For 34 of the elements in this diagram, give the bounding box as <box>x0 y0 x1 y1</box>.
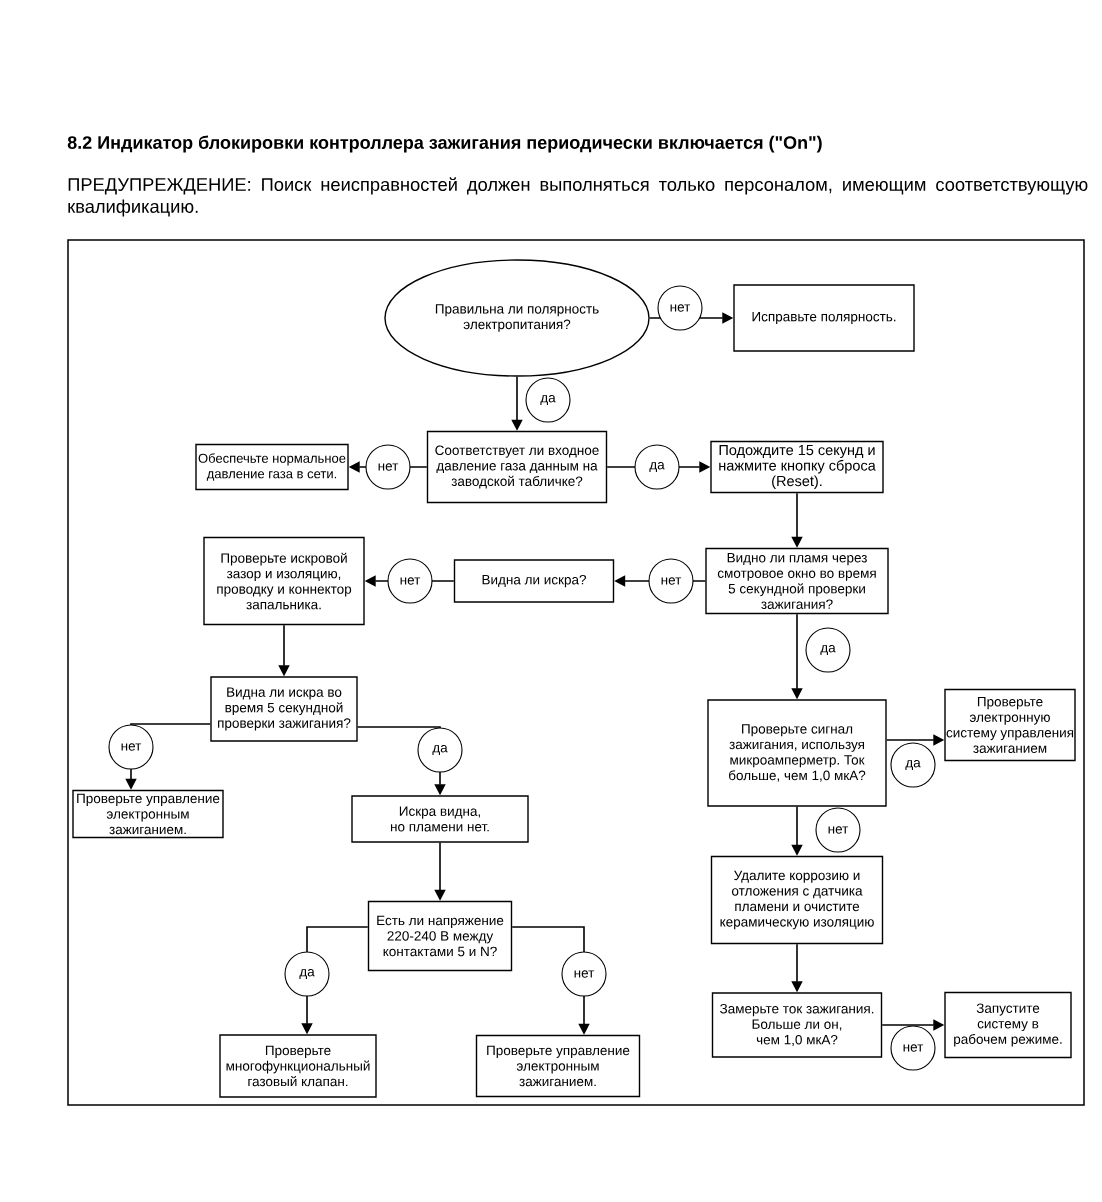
process-box: Проверьте искровой зазор и изоляцию, проводку и коннектор запальника. <box>203 536 365 626</box>
edge-label: да <box>634 444 680 490</box>
decision-box: Видна ли искра во время 5 секундной проверки зажигания? <box>210 676 358 742</box>
process-box: Проверьте управление электронным зажиганием. <box>72 789 224 839</box>
edge-label: да <box>890 742 936 788</box>
heading: 8.2 Индикатор блокировки контроллера зажигания периодически включается ("On") <box>67 135 822 153</box>
edge-label: да <box>284 951 330 997</box>
edge-label: да <box>525 377 571 423</box>
warning-text: ПРЕДУПРЕЖДЕНИЕ: Поиск неисправностей должен выполняться только персоналом, имеющим соответствующую квалификацию. <box>68 177 1088 217</box>
edge-label: нет <box>815 807 861 853</box>
process-box: Обеспечьте нормальное давление газа в сети. <box>195 443 349 491</box>
process-box: Подождите 15 секунд и нажмите кнопку сброса (Reset). <box>710 440 884 494</box>
decision-box: Видна ли искра? <box>453 559 615 603</box>
edge-label: нет <box>657 285 703 331</box>
edge-label: нет <box>561 951 607 997</box>
decision-box: Замерьте ток зажигания. Больше ли он, чем 1,0 мкА? <box>711 992 883 1058</box>
edge-label: да <box>417 727 463 773</box>
edge-label: нет <box>387 558 433 604</box>
edge-label: нет <box>365 444 411 490</box>
decision-box: Соответствует ли входное давление газа данным на заводской табличке? <box>426 430 608 504</box>
process-box: Проверьте многофункциональный газовый клапан. <box>219 1034 377 1098</box>
edge-label: нет <box>108 724 154 770</box>
decision-box: Видно ли пламя через смотровое окно во время 5 секундной проверки зажигания? <box>705 547 889 615</box>
decision-box: Проверьте сигнал зажигания, используя микроамперметр. Ток больше, чем 1,0 мкА? <box>707 699 887 807</box>
edge-label: да <box>805 627 851 673</box>
process-box: Удалите коррозию и отложения с датчика пламени и очистите керамическую изоляцию <box>710 855 884 945</box>
edge-label: нет <box>890 1025 936 1071</box>
process-box: Проверьте электронную систему управления зажиганием <box>944 688 1076 762</box>
process-box: Исправьте полярность. <box>733 284 915 352</box>
process-box: Искра видна, но пламени нет. <box>351 795 529 843</box>
decision-box: Есть ли напряжение 220-240 В между контактами 5 и N? <box>367 900 513 972</box>
process-box: Запустите систему в рабочем режиме. <box>944 991 1072 1059</box>
process-box: Проверьте управление электронным зажиганием. <box>475 1034 641 1098</box>
edge-label: нет <box>648 558 694 604</box>
